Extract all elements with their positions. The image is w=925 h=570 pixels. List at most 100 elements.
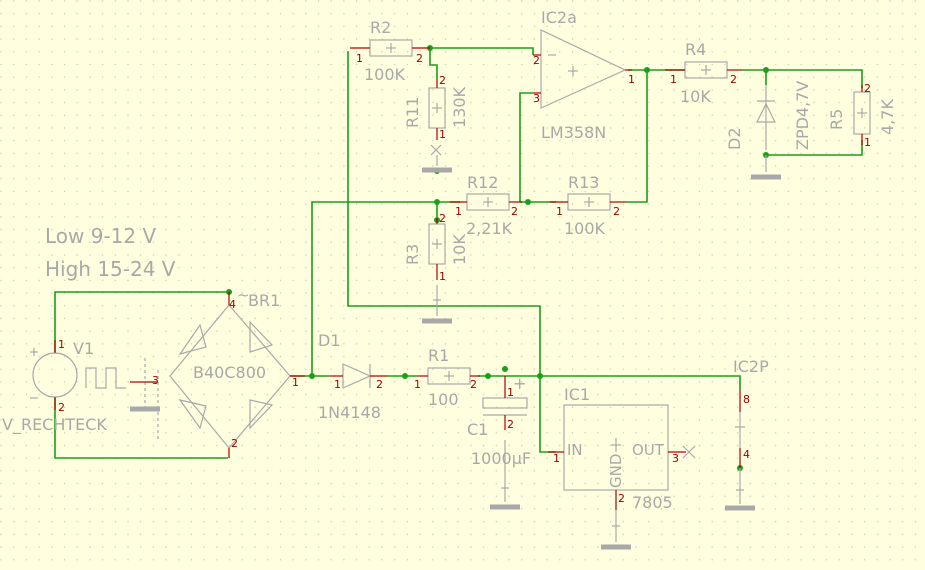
junction-11 xyxy=(402,373,408,379)
r5-name: R5 xyxy=(827,109,846,130)
r2-value: 100K xyxy=(364,65,406,84)
wire-bridge-top xyxy=(54,291,232,352)
resistor-r13: 1 2 R13 100K xyxy=(550,173,626,238)
c1-name: C1 xyxy=(467,420,488,439)
v1-pin-2: 2 xyxy=(58,401,65,414)
note-low-voltage: Low 9-12 V xyxy=(45,224,156,248)
d1-pin-1: 1 xyxy=(334,378,341,391)
wire-ic2a-out-r13 xyxy=(626,70,648,203)
junction-10 xyxy=(309,373,315,379)
power-ic2p: 8 4 IC2P xyxy=(725,357,769,511)
c1-pin-1: 1 xyxy=(507,386,514,399)
bridge-br1: 4 1 2 BR1 B40C800 ~ xyxy=(169,286,305,458)
ic2p-name: IC2P xyxy=(733,357,769,376)
opamp-ic2a: 2 3 1 IC2a LM358N xyxy=(533,8,635,142)
junction-2 xyxy=(644,67,650,73)
junction-5 xyxy=(434,199,440,205)
regulator-ic1: IN OUT GND 1 3 2 IC1 7805 xyxy=(548,385,696,550)
wire-ic2a-in3 xyxy=(519,92,533,202)
wire-r11-top xyxy=(429,48,438,80)
ic1-out-label: OUT xyxy=(632,441,665,459)
wire-rail-ic2p xyxy=(505,375,741,390)
br1-pin-2: 2 xyxy=(231,437,238,450)
junctions xyxy=(226,45,769,471)
v1-name: V1 xyxy=(73,339,94,358)
wire-r2-feedback xyxy=(347,51,541,376)
r13-value: 100K xyxy=(564,219,606,238)
r4-pin-1: 1 xyxy=(670,73,677,86)
r1-pin-2: 2 xyxy=(470,378,477,391)
junction-13 xyxy=(502,366,508,372)
r4-pin-2: 2 xyxy=(730,73,737,86)
r12-pin-2: 2 xyxy=(511,205,518,218)
r11-pin-1: 1 xyxy=(439,128,446,141)
ic1-pin-1: 1 xyxy=(553,452,560,465)
c1-pin-2: 2 xyxy=(507,418,514,431)
ic2a-value: LM358N xyxy=(541,123,606,142)
r1-value: 100 xyxy=(428,390,459,409)
r13-pin-2: 2 xyxy=(613,205,620,218)
r13-name: R13 xyxy=(568,173,599,192)
voltage-source-v1: 1 2 V1 V_RECHTECK 3 xyxy=(2,338,160,440)
r12-value: 2,21K xyxy=(466,219,513,238)
r3-pin-2: 2 xyxy=(439,212,446,225)
br1-pin-4: 4 xyxy=(229,298,236,311)
d2-value: ZPD4,7V xyxy=(793,81,812,150)
r5-pin-2: 2 xyxy=(864,82,871,95)
r13-pin-1: 1 xyxy=(556,205,563,218)
ic1-pin-3: 3 xyxy=(672,452,679,465)
ic1-gnd-label: GND xyxy=(607,454,625,488)
zener-d2: D2 ZPD4,7V xyxy=(725,81,812,180)
v1-pin-3: 3 xyxy=(152,374,159,387)
r4-name: R4 xyxy=(685,40,706,59)
r3-value: 10K xyxy=(450,234,469,265)
ic2a-name: IC2a xyxy=(541,8,577,27)
wire-divider-left xyxy=(311,201,460,376)
r3-name: R3 xyxy=(403,244,422,265)
resistor-r1: 1 2 R1 100 xyxy=(414,346,480,409)
junction-6 xyxy=(525,199,531,205)
br1-ac-mark: ~ xyxy=(237,286,250,304)
ic1-name: IC1 xyxy=(564,385,590,404)
r5-pin-1: 1 xyxy=(864,136,871,149)
junction-12 xyxy=(485,373,491,379)
r12-name: R12 xyxy=(467,173,498,192)
v1-value: V_RECHTECK xyxy=(2,415,107,435)
v1-pin-1: 1 xyxy=(58,338,65,351)
br1-pin-1: 1 xyxy=(292,376,299,389)
note-high-voltage: High 15-24 V xyxy=(45,257,176,281)
br1-value: B40C800 xyxy=(193,363,266,382)
ic2a-pin-2: 2 xyxy=(533,54,540,67)
resistor-r5: 2 1 R5 4,7K xyxy=(827,82,897,149)
capacitor-c1: 1 2 + C1 1000µF xyxy=(467,374,531,510)
ic1-value: 7805 xyxy=(632,493,673,512)
resistor-r11: 2 1 R11 130K xyxy=(403,74,469,173)
junction-3 xyxy=(763,67,769,73)
r3-pin-1: 1 xyxy=(439,270,446,283)
ic1-in-label: IN xyxy=(567,441,583,459)
r1-name: R1 xyxy=(428,346,449,365)
ic2p-pin-8: 8 xyxy=(743,393,750,406)
r2-pin-2: 2 xyxy=(416,52,423,65)
d1-name: D1 xyxy=(318,331,341,350)
ic2a-pin-3: 3 xyxy=(533,92,540,105)
r11-name: R11 xyxy=(403,97,422,128)
ic2p-pin-4: 4 xyxy=(743,448,750,461)
r12-pin-1: 1 xyxy=(455,205,462,218)
ic1-pin-2: 2 xyxy=(618,492,625,505)
ic2a-pin-1: 1 xyxy=(628,73,635,86)
r2-pin-1: 1 xyxy=(356,52,363,65)
resistor-r3: 2 1 R3 10K xyxy=(403,212,469,324)
r11-pin-2: 2 xyxy=(439,74,446,87)
c1-plus: + xyxy=(513,374,526,393)
c1-value: 1000µF xyxy=(471,449,531,468)
d2-name: D2 xyxy=(725,128,744,151)
br1-name: BR1 xyxy=(248,291,280,310)
d1-value: 1N4148 xyxy=(318,403,381,422)
diode-d1: 1 2 D1 1N4148 xyxy=(318,331,388,422)
wire-r4-to-d2 xyxy=(742,69,863,88)
wire-bridge-bottom xyxy=(54,398,228,459)
resistor-r12: 1 2 R12 2,21K xyxy=(450,173,522,238)
